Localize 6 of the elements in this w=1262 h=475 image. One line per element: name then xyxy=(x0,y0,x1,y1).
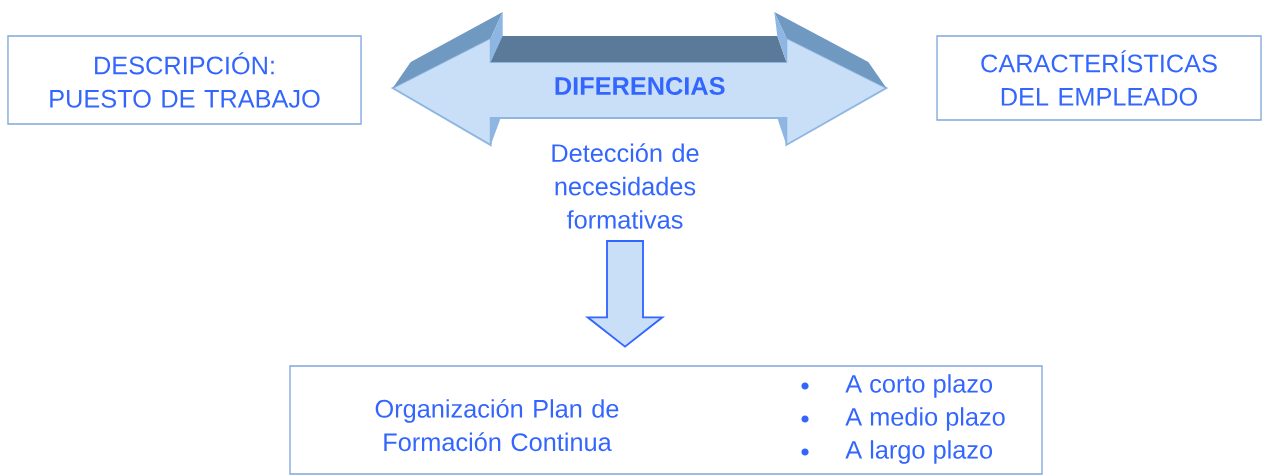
edge-label: DIFERENCIAS xyxy=(555,77,725,95)
text-box: Organización Plan de Formación Continua A corto plazo A medio plazo A largo plazo xyxy=(289,365,1043,475)
text-box: DESCRIPCIÓN: PUESTO DE TRABAJO xyxy=(7,35,362,125)
text-label: Detección de necesidades formativas xyxy=(552,143,699,229)
block-arrow xyxy=(584,240,666,348)
text-box: CARACTERÍSTICAS DEL EMPLEADO xyxy=(936,35,1262,121)
